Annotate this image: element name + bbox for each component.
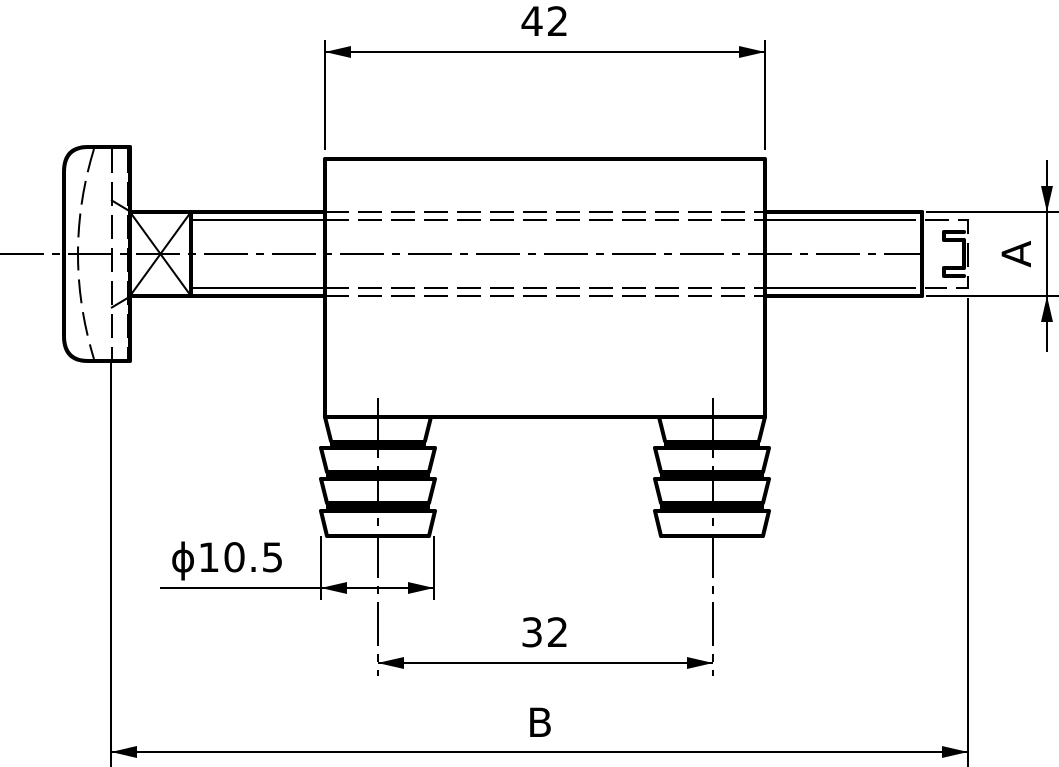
dimension-a-label: A <box>995 240 1041 268</box>
dimension-b: B <box>110 298 969 767</box>
end-slot <box>925 219 969 289</box>
dimension-42: 42 <box>324 0 766 150</box>
dimension-a: A <box>926 160 1059 352</box>
dimension-b-label: B <box>526 701 553 747</box>
dimension-32-label: 32 <box>520 611 571 657</box>
center-lines <box>0 253 922 676</box>
dimension-diameter-label: ϕ10.5 <box>170 536 285 582</box>
dimension-32: 32 <box>378 611 713 669</box>
dimension-42-label: 42 <box>520 0 571 46</box>
dimension-diameter: ϕ10.5 <box>160 536 435 600</box>
main-body <box>323 157 767 419</box>
